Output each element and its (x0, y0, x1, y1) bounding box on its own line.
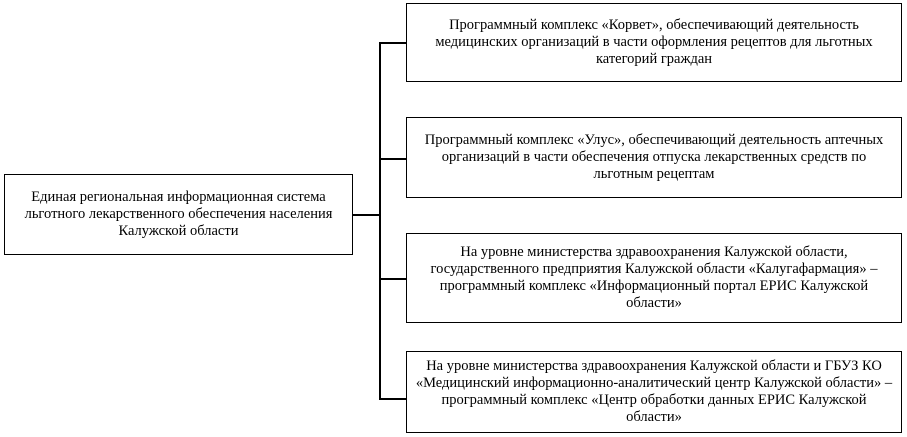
child-box-data-center-text: На уровне министерства здравоохранения К… (415, 358, 893, 425)
connector-root-to-trunk (352, 214, 380, 216)
child-box-korvet-text: Программный комплекс «Корвет», обеспечив… (435, 17, 873, 67)
root-box: Единая региональная информационная систе… (4, 174, 353, 255)
child-box-korvet: Программный комплекс «Корвет», обеспечив… (406, 3, 902, 82)
child-box-ulus: Программный комплекс «Улус», обеспечиваю… (406, 117, 902, 198)
child-box-ulus-text: Программный комплекс «Улус», обеспечиваю… (424, 132, 884, 182)
connector-to-child-3 (379, 278, 407, 280)
connector-to-child-4 (379, 398, 407, 400)
root-box-text: Единая региональная информационная систе… (24, 189, 333, 239)
connector-to-child-2 (379, 158, 407, 160)
child-box-data-center: На уровне министерства здравоохранения К… (406, 351, 902, 433)
child-box-portal: На уровне министерства здравоохранения К… (406, 233, 902, 323)
connector-vertical-trunk (379, 42, 381, 399)
connector-to-child-1 (379, 42, 407, 44)
child-box-portal-text: На уровне министерства здравоохранения К… (430, 244, 878, 311)
